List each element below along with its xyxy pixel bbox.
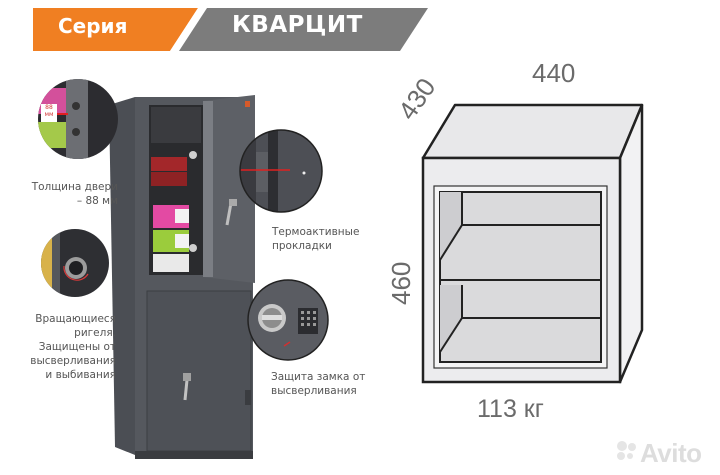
- door-thickness-zoom-circle: [38, 79, 118, 159]
- callout-door-thickness: Толщина двери – 88 мм: [14, 180, 118, 208]
- callout-line: ригеля.: [74, 327, 116, 339]
- safe-product-image: [109, 95, 255, 459]
- callout-line: и выбивания: [45, 369, 116, 381]
- dimension-weight: 113 кг: [477, 395, 544, 423]
- thermo-seal-zoom-circle: [239, 129, 323, 213]
- dimension-width: 440: [532, 58, 576, 88]
- callout-line: Термоактивные: [272, 226, 360, 238]
- series-name: КВАРЦИТ: [232, 12, 363, 38]
- badge-value: 88: [45, 104, 53, 111]
- lock-protection-zoom-circle: [247, 279, 329, 361]
- safe-dimension-diagram: [421, 103, 644, 384]
- callout-line: – 88 мм: [76, 195, 118, 207]
- callout-rotating-bolts: Вращающиеся ригеля. Защищены от высверли…: [10, 312, 116, 382]
- door-thickness-badge: 88 мм: [40, 104, 58, 118]
- callout-line: Вращающиеся: [35, 313, 116, 325]
- avito-logo-icon: [614, 440, 640, 466]
- rotating-bolt-zoom-circle: [41, 229, 109, 297]
- callout-thermo-seals: Термоактивные прокладки: [272, 225, 372, 253]
- callout-line: прокладки: [272, 240, 332, 252]
- series-label: Серия: [58, 14, 128, 38]
- series-banner: [33, 8, 428, 51]
- dimension-height: 460: [386, 261, 416, 305]
- callout-line: высверливания: [30, 355, 116, 367]
- callout-line: высверливания: [271, 385, 357, 397]
- callout-line: Толщина двери: [31, 181, 118, 193]
- badge-unit: мм: [44, 111, 54, 118]
- callout-line: Защита замка от: [271, 371, 366, 383]
- callout-line: Защищены от: [38, 341, 116, 353]
- avito-watermark: Avito: [640, 438, 702, 468]
- callout-lock-protection: Защита замка от высверливания: [271, 370, 381, 398]
